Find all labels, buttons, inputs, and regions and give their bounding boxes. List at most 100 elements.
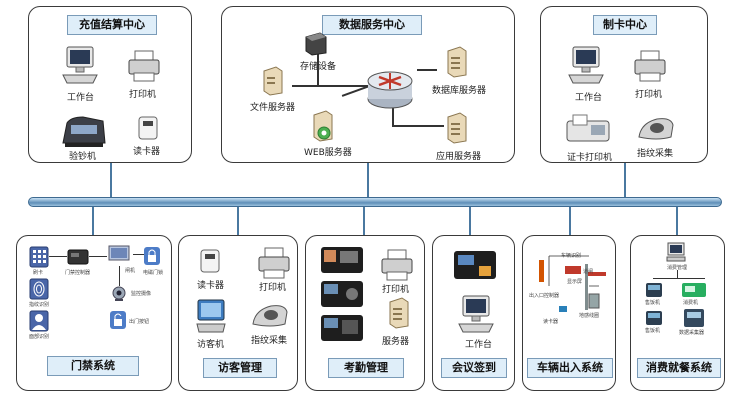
storage-label: 存储设备	[300, 62, 337, 72]
management-pc-icon	[666, 242, 686, 262]
fingerprint-scanner-icon	[638, 118, 674, 140]
database-server-icon	[447, 46, 467, 78]
connector-line	[49, 256, 67, 257]
printer-label: 打印机	[635, 90, 663, 100]
tiny-label: 读卡器	[543, 319, 559, 325]
printer-icon	[128, 50, 160, 82]
connector-line	[133, 254, 145, 255]
connector-line	[89, 256, 107, 257]
web-server-label: WEB服务器	[304, 148, 352, 158]
router-icon	[367, 71, 413, 109]
connector-line	[653, 278, 705, 279]
consumption-machine-icon	[682, 283, 706, 297]
cash-counter-label: 验钞机	[69, 152, 97, 162]
fingerprint-label: 指纹采集	[251, 336, 288, 346]
connector-line	[676, 207, 678, 235]
card-reader-icon	[200, 249, 220, 273]
exit-button-icon	[110, 311, 126, 329]
vehicle-gate-diagram	[539, 255, 606, 312]
tiny-label: 消费机	[683, 300, 699, 306]
card-reader-label: 读卡器	[133, 147, 161, 157]
panel-title: 考勤管理	[328, 358, 404, 378]
turnstile-icon	[108, 245, 130, 261]
vehicle-access-panel: 车辆识别 道闸 显示屏 出入口控制器 地感线圈 读卡器 车辆出入系统	[522, 235, 616, 391]
data-center-panel: 数据服务中心 存储设备 文件服务器 数据库服务器 WEB服务器	[221, 6, 515, 163]
tiny-label: 面部识别	[29, 334, 50, 340]
access-control-panel: 刷卡 指纹识别 面部识别 门禁控制器 闸机 电磁门锁 监控摄像 出门按钮	[16, 235, 172, 391]
connector-line	[119, 266, 120, 286]
pos-terminal-icon	[646, 311, 662, 325]
connector-line	[392, 125, 444, 127]
tiny-label: 监控摄像	[131, 291, 152, 297]
server-label: 服务器	[382, 337, 410, 347]
attendance-terminal-icon	[321, 247, 363, 273]
face-recognition-icon	[29, 310, 49, 332]
storage-device-icon	[305, 32, 327, 56]
connector-line	[292, 85, 378, 87]
panel-title: 数据服务中心	[322, 15, 422, 35]
visitor-management-panel: 读卡器 打印机 访客机 指纹采集 访客管理	[178, 235, 298, 391]
application-server-label: 应用服务器	[436, 152, 482, 162]
connector-line	[92, 207, 94, 235]
visitor-machine-icon	[196, 299, 226, 333]
consumption-dining-panel: 消费管理 售饭机 消费机 售饭机 数据采集器 消费就餐系统	[630, 235, 725, 391]
workstation-icon	[568, 46, 604, 84]
panel-title: 门禁系统	[47, 356, 139, 376]
panel-title: 访客管理	[203, 358, 277, 378]
tiny-label: 指纹识别	[29, 302, 50, 308]
connector-line	[469, 207, 471, 235]
tiny-label: 数据采集器	[679, 330, 705, 336]
tiny-label: 刷卡	[33, 270, 44, 276]
tiny-label: 出门按钮	[129, 319, 150, 325]
connector-line	[677, 270, 678, 278]
connector-line	[110, 163, 112, 198]
card-reader-label: 读卡器	[197, 281, 225, 291]
recharge-center-panel: 充值结算中心 工作台 打印机 验钞机 读卡器	[28, 6, 192, 163]
database-server-label: 数据库服务器	[432, 86, 487, 96]
card-printer-icon	[566, 114, 610, 142]
printer-icon	[381, 249, 413, 281]
fingerprint-terminal-icon	[321, 281, 363, 307]
card-terminal-icon	[321, 315, 363, 341]
workstation-icon	[458, 295, 494, 333]
connector-line	[417, 69, 437, 71]
printer-label: 打印机	[382, 285, 410, 295]
cash-counter-icon	[62, 116, 106, 147]
connector-line	[624, 163, 626, 198]
pos-terminal-icon	[646, 283, 662, 297]
printer-icon	[258, 247, 290, 279]
web-server-icon	[313, 110, 333, 142]
lock-icon	[144, 247, 160, 265]
card-printer-label: 证卡打印机	[567, 153, 613, 163]
tiny-label: 闸机	[125, 268, 136, 274]
fingerprint-icon	[29, 278, 49, 300]
tiny-label: 门禁控制器	[65, 270, 91, 276]
tiny-label: 售饭机	[645, 300, 661, 306]
tiny-label: 消费管理	[667, 265, 688, 271]
tiny-label: 出入口控制器	[529, 293, 560, 299]
connector-line	[367, 163, 369, 198]
controller-icon	[67, 249, 89, 265]
connector-line	[237, 207, 239, 235]
visitor-machine-label: 访客机	[197, 340, 225, 350]
panel-title: 会议签到	[441, 358, 507, 378]
application-server-icon	[447, 112, 467, 144]
attendance-management-panel: 打印机 服务器 考勤管理	[305, 235, 425, 391]
file-server-icon	[263, 66, 283, 96]
server-icon	[389, 297, 409, 329]
connector-line	[569, 207, 571, 235]
keypad-icon	[29, 246, 49, 268]
fingerprint-scanner-icon	[252, 305, 288, 327]
tiny-label: 地感线圈	[579, 313, 600, 319]
network-bus	[28, 197, 722, 207]
tiny-label: 道闸	[583, 269, 594, 275]
panel-title: 车辆出入系统	[527, 358, 613, 378]
printer-label: 打印机	[259, 283, 287, 293]
panel-title: 充值结算中心	[67, 15, 157, 35]
panel-title: 制卡中心	[593, 15, 657, 35]
connector-line	[317, 51, 319, 85]
signin-terminal-icon	[454, 251, 496, 279]
panel-title: 消费就餐系统	[637, 358, 721, 378]
printer-label: 打印机	[129, 90, 157, 100]
card-reader-icon	[138, 116, 158, 140]
